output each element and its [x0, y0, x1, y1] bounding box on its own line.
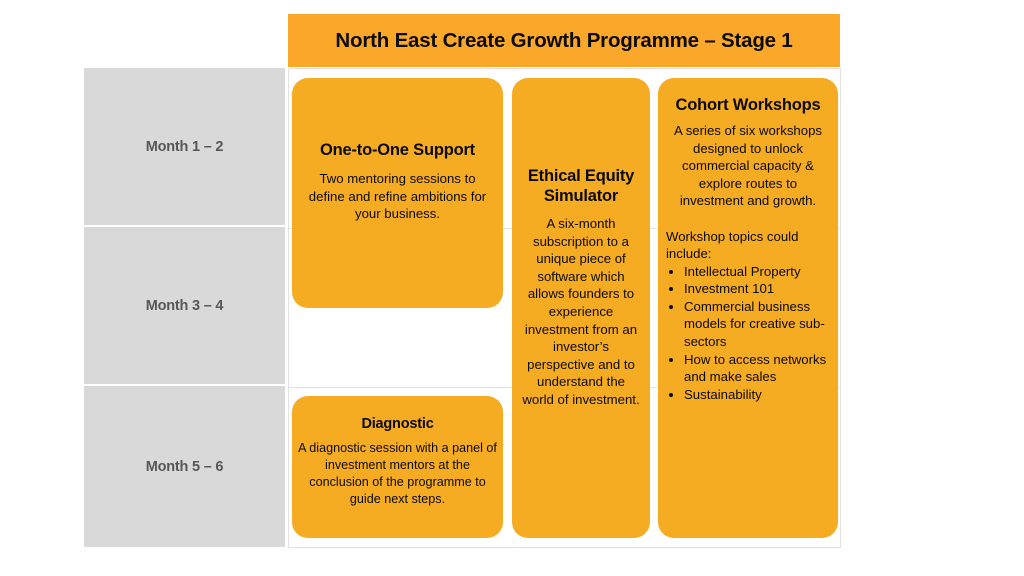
card-one-to-one-support[interactable]: One-to-One Support Two mentoring session… [292, 78, 503, 308]
card-topics-subhead: Workshop topics could include: [666, 228, 799, 262]
card-title: Diagnostic [361, 416, 434, 432]
card-body: A series of six workshops designed to un… [673, 123, 823, 209]
card-title: One-to-One Support [320, 141, 475, 159]
list-item: Investment 101 [684, 280, 830, 298]
timeline-label: Month 3 – 4 [145, 297, 224, 314]
list-item: Commercial business models for creative … [684, 298, 830, 351]
card-cohort-workshops[interactable]: Cohort Workshops A series of six worksho… [658, 78, 838, 538]
timeline-label: Month 5 – 6 [145, 458, 224, 475]
programme-header-banner: North East Create Growth Programme – Sta… [288, 14, 840, 67]
card-title: Ethical Equity Simulator [527, 167, 635, 206]
card-body: A six-month subscription to a unique pie… [522, 216, 640, 407]
timeline-cell-month-3-4: Month 3 – 4 [84, 227, 285, 384]
list-item: Sustainability [684, 386, 830, 404]
page-title: North East Create Growth Programme – Sta… [335, 28, 793, 52]
list-item: Intellectual Property [684, 263, 830, 281]
card-body: Two mentoring sessions to define and ref… [308, 171, 487, 222]
card-diagnostic[interactable]: Diagnostic A diagnostic session with a p… [292, 396, 503, 538]
list-item: How to access networks and make sales [684, 351, 830, 386]
timeline-cell-month-5-6: Month 5 – 6 [84, 386, 285, 547]
timeline-cell-month-1-2: Month 1 – 2 [84, 68, 285, 225]
card-topics-list: Intellectual PropertyInvestment 101Comme… [666, 263, 830, 403]
card-body: A diagnostic session with a panel of inv… [298, 441, 497, 507]
card-title: Cohort Workshops [675, 96, 821, 114]
card-ethical-equity-simulator[interactable]: Ethical Equity Simulator A six-month sub… [512, 78, 650, 538]
timeline-label: Month 1 – 2 [145, 138, 224, 155]
